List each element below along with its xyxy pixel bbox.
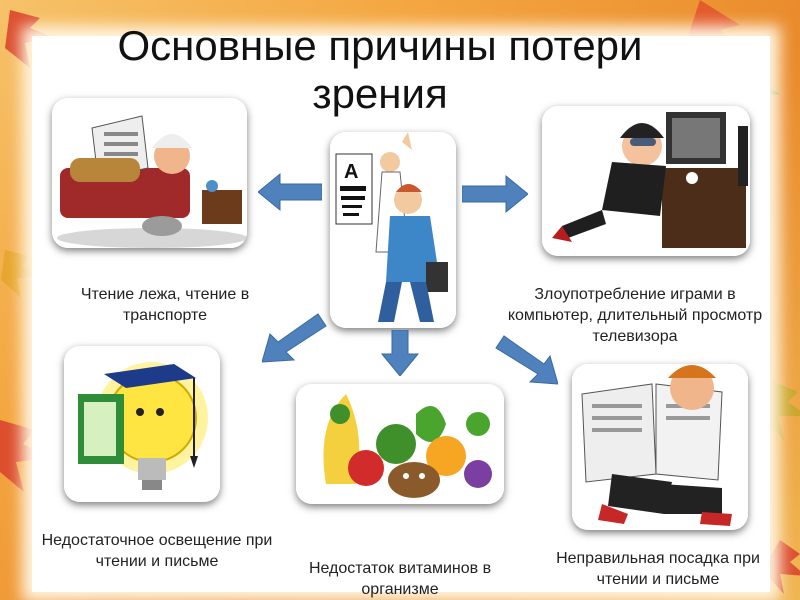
arrow-down-right (495, 335, 558, 385)
arrow-right (462, 174, 528, 214)
fruits-vegetables-illustration (296, 384, 504, 504)
caption-posture: Неправильная посадка при чтении и письме (556, 550, 760, 588)
caption-reading: Чтение лежа, чтение в транспорте (80, 286, 250, 324)
arrow-left (258, 172, 322, 212)
reading-lying-illustration (52, 98, 247, 248)
caption-vitamins: Недостаток витаминов в организме (308, 560, 492, 598)
caption-computer: Злоупотребление играми в компьютер, длит… (507, 286, 763, 345)
arrow-down (380, 330, 420, 376)
computer-gaming-illustration (542, 106, 750, 256)
eye-chart-letter: A (344, 161, 358, 183)
bad-posture-reading-illustration (572, 364, 748, 530)
lightbulb-reading-illustration (64, 346, 220, 502)
arrow-down-left (262, 313, 327, 363)
eye-doctor-illustration: A (330, 132, 456, 328)
caption-lighting: Недостаточное освещение при чтении и пис… (41, 532, 273, 570)
slide-title: Основные причины потери зрения (117, 22, 643, 117)
